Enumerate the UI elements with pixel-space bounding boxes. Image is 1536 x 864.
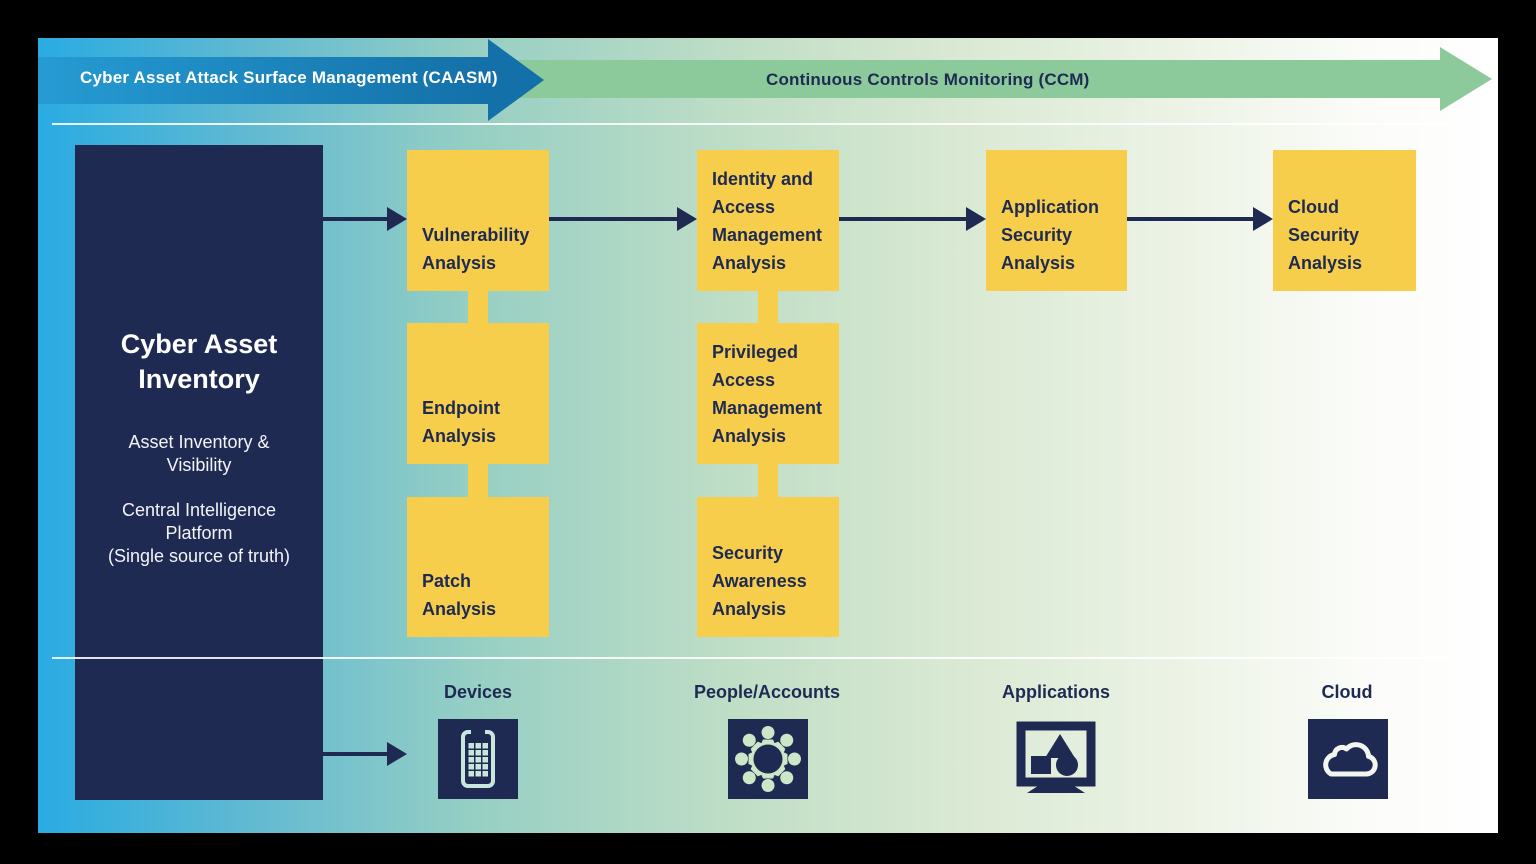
endpoint-analysis-box: Endpoint Analysis <box>407 323 549 464</box>
devices-label: Devices <box>443 682 513 702</box>
monitor-shapes-icon <box>1016 719 1096 799</box>
identity-access-management-analysis-box: Identity and Access Management Analysis <box>697 150 839 291</box>
caasm-arrow-head-icon <box>488 39 544 121</box>
inventory-subtitle-central-platform: Central Intelligence Platform (Single so… <box>107 500 291 566</box>
ccm-arrow-head-icon <box>1440 47 1492 111</box>
patch-analysis-box: Patch Analysis <box>407 497 549 637</box>
arrow-inventory-to-devices <box>323 752 388 756</box>
arrowhead-icon <box>966 207 986 231</box>
privileged-access-management-analysis-box: Privileged Access Management Analysis <box>697 323 839 464</box>
top-divider-line <box>52 123 1490 125</box>
arrow-application-to-cloud <box>1127 217 1254 221</box>
cyber-asset-inventory-box: Cyber Asset Inventory Asset Inventory & … <box>75 145 323 800</box>
applications-label: Applications <box>1001 682 1110 702</box>
ccm-banner-label: Continuous Controls Monitoring (CCM) <box>766 70 1090 89</box>
smartphone-grid-icon <box>438 719 518 799</box>
application-security-analysis-box: Application Security Analysis <box>986 150 1127 291</box>
arrow-inventory-to-vulnerability <box>323 217 388 221</box>
connector-vulnerability-endpoint <box>468 291 488 323</box>
vulnerability-analysis-box: Vulnerability Analysis <box>407 150 549 291</box>
diagram-canvas: Cyber Asset Attack Surface Management (C… <box>38 38 1498 833</box>
arrowhead-icon <box>677 207 697 231</box>
people-circle-icon <box>728 719 808 799</box>
caasm-banner-label: Cyber Asset Attack Surface Management (C… <box>80 68 498 87</box>
inventory-title: Cyber Asset Inventory <box>120 329 278 394</box>
arrowhead-icon <box>1253 207 1273 231</box>
ccm-arrow-body <box>438 60 1440 98</box>
arrowhead-icon <box>387 207 407 231</box>
connector-pam-awareness <box>758 464 778 497</box>
cloud-security-analysis-box: Cloud Security Analysis <box>1273 150 1416 291</box>
connector-iam-pam <box>758 291 778 323</box>
people-accounts-label: People/Accounts <box>693 682 841 702</box>
arrowhead-icon <box>387 742 407 766</box>
connector-endpoint-patch <box>468 464 488 497</box>
inventory-subtitle-asset-visibility: Asset Inventory & Visibility <box>128 432 270 475</box>
bottom-divider-line <box>52 657 1490 659</box>
security-awareness-analysis-box: Security Awareness Analysis <box>697 497 839 637</box>
arrow-iam-to-application <box>839 217 967 221</box>
caasm-arrow-body <box>38 57 488 104</box>
cloud-label: Cloud <box>1321 682 1373 702</box>
arrow-vulnerability-to-iam <box>549 217 678 221</box>
cloud-icon <box>1308 719 1388 799</box>
